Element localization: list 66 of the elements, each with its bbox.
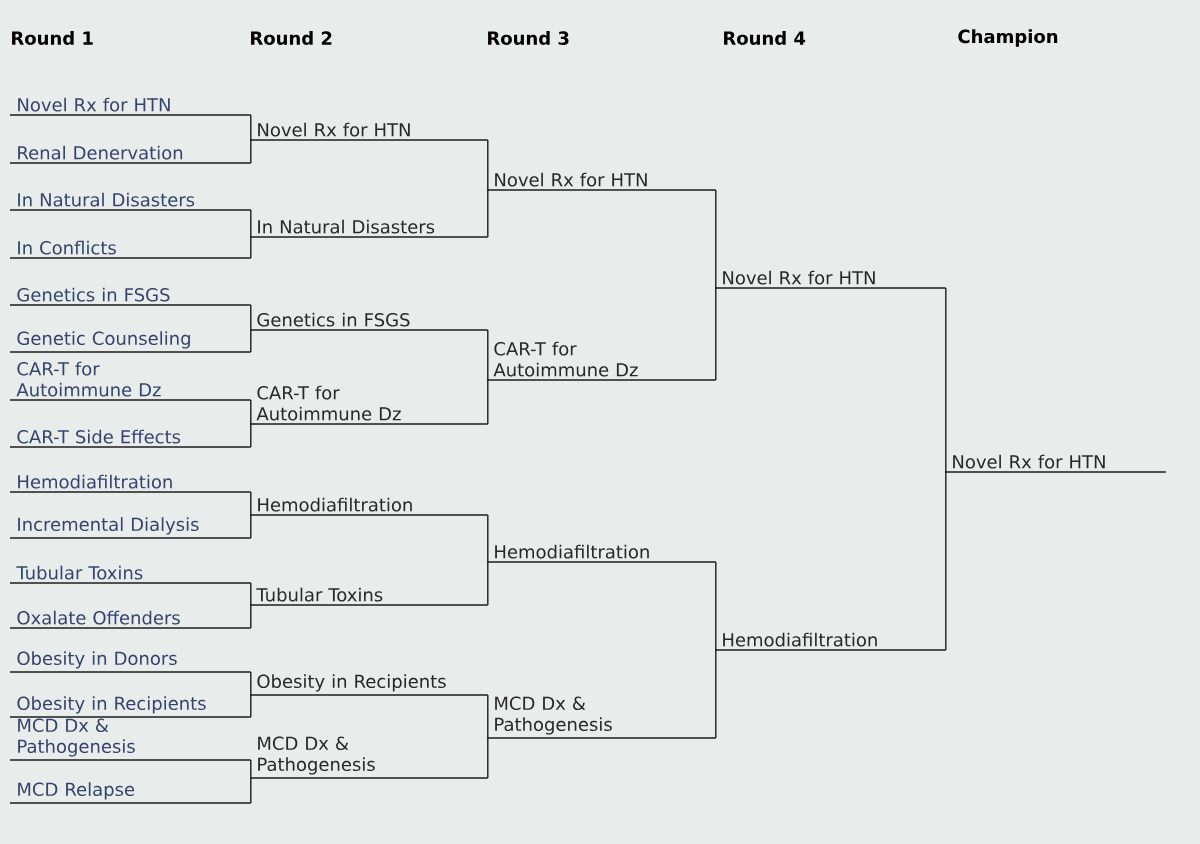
column-heading: Round 2	[251, 31, 332, 45]
bracket-line	[486, 139, 489, 191]
bracket-entry: MCD Dx & Pathogenesis	[249, 736, 489, 779]
bracket-line	[249, 139, 252, 164]
column-heading: Champion	[958, 29, 1058, 47]
bracket-line	[486, 561, 489, 606]
bracket-entry: Tubular Toxins	[249, 587, 489, 606]
bracket-line	[249, 514, 252, 539]
bracket-line	[249, 399, 252, 425]
bracket-entry: Hemodiafiltration	[249, 497, 489, 516]
bracket-entry: Renal Denervation	[9, 145, 252, 164]
bracket-line	[249, 671, 252, 696]
bracket-line	[249, 329, 252, 353]
bracket-entry: CAR-T for Autoimmune Dz	[249, 385, 489, 425]
bracket-line	[486, 737, 489, 779]
bracket-line	[486, 329, 489, 381]
column-heading: Round 1	[12, 31, 93, 45]
column-heading: Round 4	[724, 31, 806, 45]
bracket-entry: Novel Rx for HTN	[714, 270, 947, 289]
bracket-line	[249, 491, 252, 516]
bracket-line	[944, 471, 947, 651]
bracket-line	[249, 604, 252, 629]
bracket-entry: CAR-T for Autoimmune Dz	[486, 341, 717, 381]
bracket-line	[714, 287, 717, 381]
bracket-entry: CAR-T Side Effects	[9, 429, 252, 448]
bracket-line	[249, 759, 252, 779]
bracket-line	[249, 777, 252, 804]
bracket-entry: Genetics in FSGS	[249, 312, 489, 331]
bracket-line	[249, 209, 252, 238]
column-heading: Round 3	[488, 31, 569, 45]
bracket-entry: MCD Relapse	[9, 782, 252, 804]
bracket-line	[486, 379, 489, 425]
bracket-entry: In Conflicts	[9, 240, 252, 259]
bracket-entry: Genetics in FSGS	[9, 287, 252, 306]
bracket-entry: Genetic Counseling	[9, 331, 252, 353]
bracket-entry: Novel Rx for HTN	[9, 97, 252, 116]
bracket-line	[714, 189, 717, 289]
bracket-line	[249, 236, 252, 259]
bracket-entry: CAR-T for Autoimmune Dz	[9, 361, 252, 401]
bracket-entry: Hemodiafiltration	[9, 474, 252, 493]
bracket-line	[249, 582, 252, 606]
bracket-entry: Obesity in Recipients	[9, 696, 252, 718]
bracket-entry: Incremental Dialysis	[9, 517, 252, 539]
bracket-line	[944, 287, 947, 473]
bracket-entry: Obesity in Donors	[9, 651, 252, 673]
bracket-line	[249, 694, 252, 718]
bracket-entry: In Natural Disasters	[249, 219, 489, 238]
bracket-line	[249, 114, 252, 141]
bracket-line	[486, 514, 489, 563]
bracket-entry: Hemodiafiltration	[486, 544, 717, 563]
bracket-line	[714, 649, 717, 739]
bracket-entry: MCD Dx & Pathogenesis	[9, 718, 252, 761]
bracket-entry: Tubular Toxins	[9, 565, 252, 584]
bracket-entry: Novel Rx for HTN	[944, 454, 1167, 473]
bracket-entry: Hemodiafiltration	[714, 632, 947, 651]
bracket-line	[714, 561, 717, 651]
bracket-line	[486, 694, 489, 739]
bracket-line	[486, 189, 489, 238]
bracket-entry: MCD Dx & Pathogenesis	[486, 696, 717, 739]
bracket-entry: In Natural Disasters	[9, 192, 252, 211]
bracket-entry: Novel Rx for HTN	[249, 122, 489, 141]
bracket-entry: Oxalate Offenders	[9, 610, 252, 629]
bracket-entry: Obesity in Recipients	[249, 674, 489, 696]
bracket-entry: Novel Rx for HTN	[486, 172, 717, 191]
bracket-line	[249, 304, 252, 331]
bracket-line	[249, 423, 252, 448]
